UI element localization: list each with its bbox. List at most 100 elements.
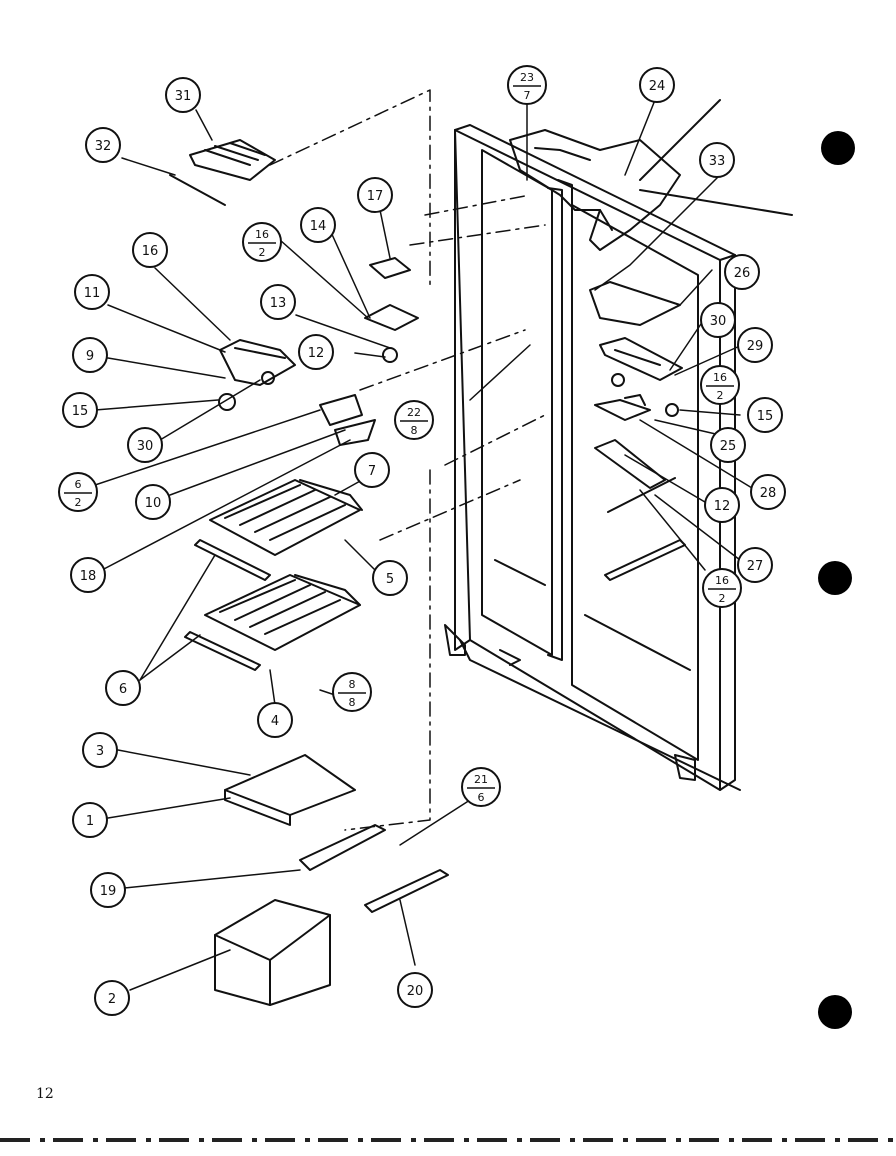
callout-2: 2 — [94, 980, 130, 1016]
svg-text:16: 16 — [713, 371, 727, 384]
callout-12b: 12 — [704, 487, 740, 523]
svg-text:24: 24 — [649, 79, 666, 94]
svg-text:31: 31 — [175, 89, 192, 104]
svg-text:3: 3 — [96, 744, 104, 759]
control-panel-assembly — [589, 281, 686, 581]
callout-33: 33 — [699, 142, 735, 178]
svg-text:8: 8 — [349, 696, 356, 709]
callouts: 31 32 16 11 9 15 30 10 18 17 14 13 12 7 … — [62, 67, 786, 1016]
callout-25: 25 — [710, 427, 746, 463]
callout-11: 11 — [74, 274, 110, 310]
callout-19: 19 — [90, 872, 126, 908]
callout-7: 7 — [354, 452, 390, 488]
callout-24: 24 — [639, 67, 675, 103]
svg-text:32: 32 — [95, 139, 112, 154]
svg-text:22: 22 — [407, 406, 421, 419]
callout-23-7: 237 — [507, 65, 547, 105]
callout-30: 30 — [127, 427, 163, 463]
svg-text:23: 23 — [520, 71, 534, 84]
svg-text:6: 6 — [75, 478, 82, 491]
crisper-pan — [214, 824, 449, 1006]
svg-text:6: 6 — [119, 682, 127, 697]
svg-text:29: 29 — [747, 339, 764, 354]
svg-text:10: 10 — [145, 496, 162, 511]
callout-1: 1 — [72, 802, 108, 838]
binder-hole — [818, 995, 852, 1029]
svg-text:2: 2 — [259, 246, 266, 259]
light-housing — [218, 339, 376, 446]
callout-31: 31 — [165, 77, 201, 113]
svg-text:16: 16 — [142, 244, 159, 259]
svg-text:16: 16 — [715, 574, 729, 587]
binder-hole — [821, 131, 855, 165]
callout-16: 16 — [132, 232, 168, 268]
thermostat-assembly — [364, 257, 419, 363]
callout-16-2b: 162 — [700, 365, 740, 405]
svg-text:17: 17 — [367, 189, 384, 204]
svg-text:30: 30 — [710, 314, 727, 329]
callout-6-2: 62 — [58, 472, 98, 512]
callout-13: 13 — [260, 284, 296, 320]
svg-text:8: 8 — [411, 424, 418, 437]
svg-text:2: 2 — [719, 592, 726, 605]
callout-21-6: 216 — [461, 767, 501, 807]
svg-text:2: 2 — [717, 389, 724, 402]
callout-32: 32 — [85, 127, 121, 163]
svg-text:21: 21 — [474, 773, 488, 786]
callout-29: 29 — [737, 327, 773, 363]
svg-text:5: 5 — [386, 572, 394, 587]
svg-text:6: 6 — [478, 791, 485, 804]
fraction-callouts: 162 62 228 88 216 237 162 162 — [58, 65, 742, 807]
callout-30b: 30 — [700, 302, 736, 338]
svg-text:19: 19 — [100, 884, 117, 899]
svg-text:12: 12 — [714, 499, 731, 514]
svg-text:28: 28 — [760, 486, 777, 501]
svg-text:20: 20 — [407, 984, 424, 999]
svg-text:8: 8 — [349, 678, 356, 691]
alignment-lines — [269, 89, 546, 831]
callout-9: 9 — [72, 337, 108, 373]
callout-8-8: 88 — [332, 672, 372, 712]
callout-26: 26 — [724, 254, 760, 290]
callout-18: 18 — [70, 557, 106, 593]
crisper-cover — [224, 754, 356, 826]
callout-4: 4 — [257, 702, 293, 738]
svg-text:1: 1 — [86, 814, 94, 829]
binder-holes — [818, 131, 855, 1029]
svg-text:16: 16 — [255, 228, 269, 241]
callout-6: 6 — [105, 670, 141, 706]
svg-text:11: 11 — [84, 286, 101, 301]
callout-14: 14 — [300, 207, 336, 243]
leader-lines — [94, 99, 753, 991]
ice-tray — [169, 139, 276, 206]
refrigerator-cabinet — [444, 124, 741, 791]
callout-27: 27 — [737, 547, 773, 583]
callout-12: 12 — [298, 334, 334, 370]
callout-10: 10 — [135, 484, 171, 520]
svg-text:15: 15 — [757, 409, 774, 424]
callout-5: 5 — [372, 560, 408, 596]
svg-text:26: 26 — [734, 266, 751, 281]
svg-text:18: 18 — [80, 569, 97, 584]
svg-text:7: 7 — [524, 89, 531, 102]
callout-15b: 15 — [747, 397, 783, 433]
callout-16-2c: 162 — [702, 568, 742, 608]
svg-text:30: 30 — [137, 439, 154, 454]
callout-15: 15 — [62, 392, 98, 428]
callout-28: 28 — [750, 474, 786, 510]
svg-text:33: 33 — [709, 154, 726, 169]
svg-text:2: 2 — [108, 992, 116, 1007]
svg-text:2: 2 — [75, 496, 82, 509]
svg-text:14: 14 — [310, 219, 327, 234]
dispenser-housing — [509, 99, 793, 251]
shelves — [184, 479, 363, 671]
svg-text:4: 4 — [271, 714, 279, 729]
callout-20: 20 — [397, 972, 433, 1008]
svg-text:13: 13 — [270, 296, 287, 311]
svg-text:27: 27 — [747, 559, 764, 574]
svg-text:25: 25 — [720, 439, 737, 454]
page-number: 12 — [36, 1086, 54, 1102]
callout-16-2: 162 — [242, 222, 282, 262]
svg-text:15: 15 — [72, 404, 89, 419]
binder-hole — [818, 561, 852, 595]
